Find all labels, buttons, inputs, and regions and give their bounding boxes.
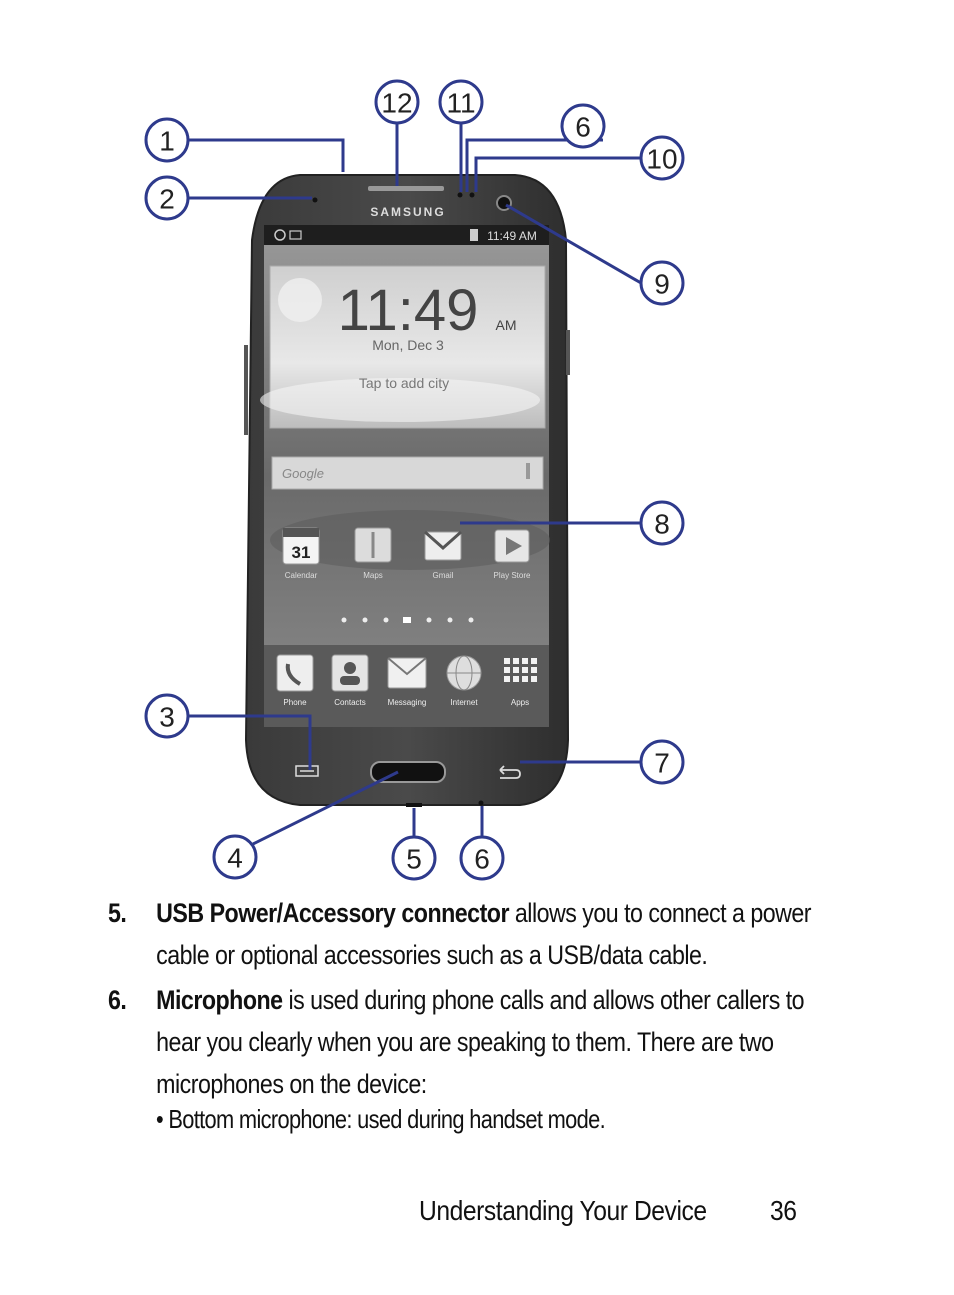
voice-search-icon[interactable] xyxy=(526,463,530,479)
callout-6-top: 6 xyxy=(562,105,604,147)
callout-5: 5 xyxy=(393,837,435,879)
svg-text:2: 2 xyxy=(159,184,175,215)
svg-text:6: 6 xyxy=(575,112,591,143)
bottom-microphone xyxy=(479,801,484,806)
app-messaging[interactable]: Messaging xyxy=(388,658,427,707)
sun-flare xyxy=(278,278,322,322)
svg-text:12: 12 xyxy=(381,88,412,119)
app-maps-label: Maps xyxy=(363,571,383,580)
callout-1: 1 xyxy=(146,119,188,161)
svg-text:5: 5 xyxy=(406,844,422,875)
app-calendar[interactable]: 31 Calendar xyxy=(283,528,319,580)
item-title: Microphone xyxy=(156,985,282,1015)
svg-text:8: 8 xyxy=(654,509,670,540)
item-number: 5. xyxy=(108,892,126,934)
callout-8: 8 xyxy=(641,502,683,544)
app-internet[interactable]: Internet xyxy=(447,656,481,707)
indicator-led xyxy=(313,198,318,203)
svg-text:10: 10 xyxy=(646,144,677,175)
battery-icon xyxy=(470,229,478,241)
clock-time: 11:49 xyxy=(338,278,479,343)
app-gmail-label: Gmail xyxy=(433,571,454,580)
calendar-day: 31 xyxy=(292,543,311,562)
earpiece-speaker xyxy=(368,186,444,191)
app-messaging-label: Messaging xyxy=(388,698,427,707)
item-description: USB Power/Accessory connector allows you… xyxy=(156,892,853,976)
page-number: 36 xyxy=(770,1195,797,1227)
app-play-store[interactable]: Play Store xyxy=(494,530,531,580)
item-number: 6. xyxy=(108,979,126,1021)
light-sensor xyxy=(470,193,475,198)
svg-text:11: 11 xyxy=(446,88,475,119)
phone-screen: 11:49 AM 11:49 AM Mon, Dec 3 Tap to add … xyxy=(260,225,550,727)
item-description: Microphone is used during phone calls an… xyxy=(156,979,853,1105)
app-drawer-label: Apps xyxy=(511,698,529,707)
callout-12: 12 xyxy=(376,81,418,123)
svg-text:9: 9 xyxy=(654,269,670,300)
svg-text:7: 7 xyxy=(654,748,670,779)
app-phone-label: Phone xyxy=(283,698,307,707)
callout-11: 11 xyxy=(440,81,482,123)
item-title: USB Power/Accessory connector xyxy=(156,898,509,928)
callout-6-bottom: 6 xyxy=(461,837,503,879)
app-contacts-label: Contacts xyxy=(334,698,366,707)
bullet-bottom-microphone: • Bottom microphone: used during handset… xyxy=(156,1104,605,1135)
svg-text:1: 1 xyxy=(159,126,175,157)
app-play-store-label: Play Store xyxy=(494,571,531,580)
svg-text:3: 3 xyxy=(159,702,175,733)
status-time: 11:49 AM xyxy=(487,229,537,243)
callout-4: 4 xyxy=(214,836,256,878)
callout-10: 10 xyxy=(641,137,683,179)
weather-add-city[interactable]: Tap to add city xyxy=(359,375,449,391)
app-internet-label: Internet xyxy=(450,698,478,707)
app-contacts[interactable]: Contacts xyxy=(332,655,368,707)
usb-port xyxy=(406,803,422,807)
callout-2: 2 xyxy=(146,177,188,219)
phone-diagram: SAMSUNG 11:49 AM 11:49 AM Mon, Dec 3 Tap… xyxy=(0,0,954,890)
callout-3: 3 xyxy=(146,695,188,737)
svg-text:6: 6 xyxy=(474,844,490,875)
google-search-label: Google xyxy=(282,466,324,481)
brand-logo: SAMSUNG xyxy=(370,205,445,219)
callout-7: 7 xyxy=(641,741,683,783)
proximity-sensor xyxy=(458,193,463,198)
clock-date: Mon, Dec 3 xyxy=(372,337,444,353)
footer-section-title: Understanding Your Device xyxy=(419,1195,707,1227)
callout-9: 9 xyxy=(641,262,683,304)
app-calendar-label: Calendar xyxy=(285,571,318,580)
clock-ampm: AM xyxy=(496,317,517,333)
svg-text:4: 4 xyxy=(227,843,243,874)
